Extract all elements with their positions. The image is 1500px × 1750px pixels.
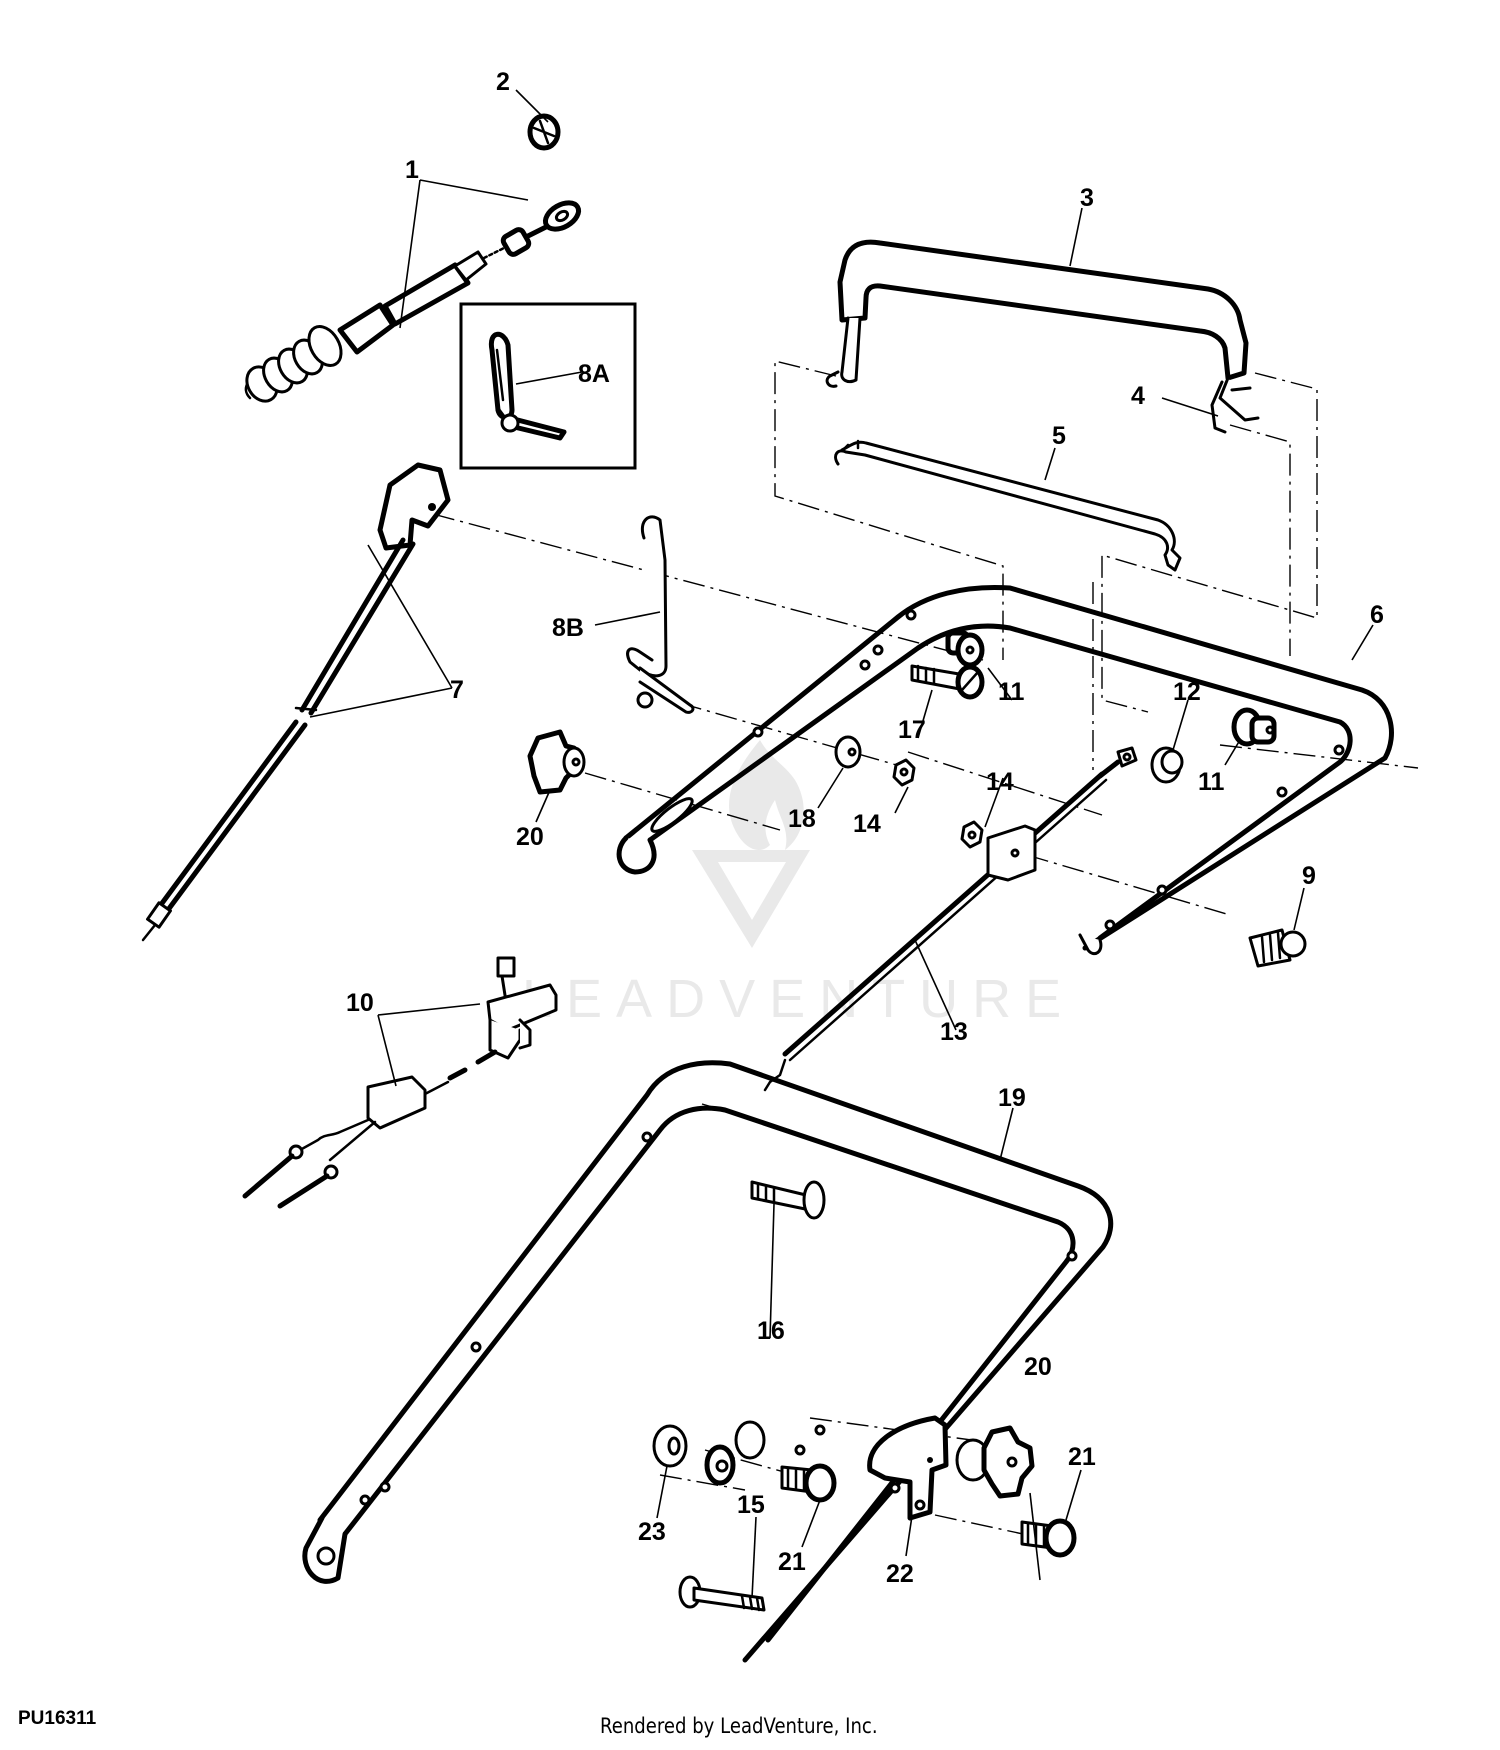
throttle-cable[interactable] [241, 197, 583, 406]
callout-21b[interactable]: 21 [1068, 1443, 1096, 1471]
operator-presence-bail[interactable] [825, 239, 1249, 388]
handle-knob-upper[interactable] [527, 729, 586, 795]
callout-23[interactable]: 23 [638, 1518, 666, 1546]
lower-handle[interactable] [302, 1060, 1114, 1663]
inset-8a [459, 302, 637, 470]
figure-id: PU16311 [18, 1708, 97, 1729]
callout-17[interactable]: 17 [898, 716, 926, 744]
wiring-harness[interactable] [242, 956, 558, 1209]
callout-6[interactable]: 6 [1370, 601, 1384, 629]
callout-2[interactable]: 2 [496, 68, 510, 96]
callout-leaders [309, 89, 1374, 1599]
callout-1[interactable]: 1 [405, 156, 419, 184]
callout-20a[interactable]: 20 [516, 823, 544, 851]
callout-10[interactable]: 10 [346, 989, 374, 1017]
callout-9[interactable]: 9 [1302, 862, 1316, 890]
lock-nut-left[interactable] [892, 758, 916, 787]
cable-spring [245, 325, 343, 403]
lock-nut-right[interactable] [960, 820, 984, 849]
bushing-right[interactable] [1231, 707, 1277, 747]
flange-nut[interactable] [652, 1424, 688, 1468]
callout-15[interactable]: 15 [737, 1491, 765, 1519]
callout-12[interactable]: 12 [1173, 678, 1201, 706]
bushing[interactable] [1150, 746, 1184, 784]
flange-bolt-right[interactable] [1020, 1518, 1077, 1558]
bushing-left[interactable] [945, 630, 985, 668]
callout-7[interactable]: 7 [450, 676, 464, 704]
carriage-bolt-lower[interactable] [678, 1575, 766, 1612]
callout-4[interactable]: 4 [1131, 382, 1145, 410]
callout-20b[interactable]: 20 [1024, 1353, 1052, 1381]
callout-8b[interactable]: 8B [552, 614, 584, 642]
callout-5[interactable]: 5 [1052, 422, 1066, 450]
bail-rod[interactable] [834, 439, 1182, 572]
callout-labels: 1 2 3 4 5 6 7 8A 8B 9 10 11 11 12 13 14 … [346, 68, 1384, 1588]
callout-11b[interactable]: 11 [1198, 768, 1225, 796]
cable-clip-nut[interactable] [527, 113, 561, 151]
watermark: LEADVENTURE [522, 740, 1075, 1029]
drive-cable[interactable] [141, 462, 451, 942]
callout-11a[interactable]: 11 [998, 678, 1025, 706]
callout-19[interactable]: 19 [998, 1084, 1026, 1112]
screw[interactable] [1248, 928, 1307, 968]
bail-clip[interactable] [1210, 376, 1260, 434]
callout-16[interactable]: 16 [757, 1317, 785, 1345]
watermark-v-icon [692, 850, 810, 948]
carriage-bolt[interactable] [750, 1180, 826, 1220]
callout-3[interactable]: 3 [1080, 184, 1094, 212]
control-rod[interactable] [763, 746, 1138, 1092]
shoulder-bolt[interactable] [910, 664, 985, 700]
handle-pin[interactable] [626, 515, 695, 714]
callout-8a[interactable]: 8A [578, 360, 610, 388]
render-credit: Rendered by LeadVenture, Inc. [600, 1714, 878, 1738]
upper-handle[interactable] [616, 585, 1394, 956]
handle-knob-lower[interactable] [955, 1425, 1035, 1499]
callout-18[interactable]: 18 [788, 805, 816, 833]
callout-22[interactable]: 22 [886, 1560, 914, 1588]
callout-14a[interactable]: 14 [853, 810, 881, 838]
height-adjust-bracket[interactable] [867, 1415, 949, 1521]
flange-bolt-left[interactable] [780, 1463, 837, 1503]
washer[interactable] [834, 735, 862, 769]
callout-14b[interactable]: 14 [986, 768, 1014, 796]
callout-13[interactable]: 13 [940, 1018, 968, 1046]
callout-21a[interactable]: 21 [778, 1548, 806, 1576]
watermark-text: LEADVENTURE [522, 969, 1075, 1029]
